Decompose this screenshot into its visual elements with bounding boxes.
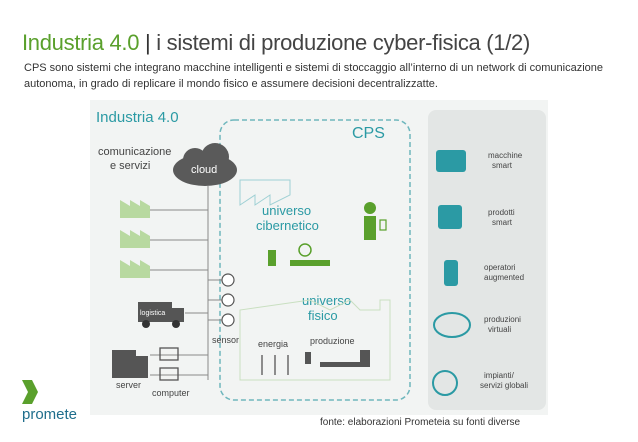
industria-diagram: Industria 4.0 comunicazione e servizi cl… [90,100,548,415]
cloud-label: cloud [191,164,217,176]
right-item-2-line2: smart [492,218,513,227]
server-label: server [116,380,141,390]
connector-lines [150,186,225,380]
comm-label-1: comunicazione [98,146,171,158]
sensori-label: sensori [212,335,241,345]
cyber-label-2: cibernetico [256,218,319,233]
physical-factory-outline [239,299,391,381]
cyber-factory-outline [239,179,291,206]
right-item-5-line2: servizi globali [480,381,528,390]
computer-icon [159,347,179,381]
right-item-5-line1: impianti/ [484,371,515,380]
factory-icon [120,200,150,278]
right-item-icons [432,150,471,396]
source-note: fonte: elaborazioni Prometeia su fonti d… [320,417,521,428]
cloud-icon [173,143,237,186]
title-separator: | [139,30,157,55]
cyber-machine-icon [268,243,330,266]
diagram-heading: Industria 4.0 [96,109,179,126]
truck-icon [138,302,184,328]
page-title: Industria 4.0 | i sistemi di produzione … [22,30,530,56]
right-item-4-line1: produzioni [484,315,521,324]
cps-label: CPS [352,125,385,142]
computer-label: computer [152,388,190,398]
cps-box [219,119,411,401]
title-rest: i sistemi di produzione cyber-fisica (1/… [156,30,530,55]
energy-icon [261,355,289,375]
right-item-1-line2: smart [492,161,513,170]
right-item-1-line1: macchine [488,151,523,160]
sensor-icon [221,273,235,327]
physical-label-2: fisico [308,308,338,323]
physical-label-1: universo [302,293,351,308]
comm-label-2: e servizi [110,160,150,172]
operator-icon [364,202,387,240]
produzione-label: produzione [310,336,355,346]
right-panel [428,110,546,410]
subtitle: CPS sono sistemi che integrano macchine … [24,62,604,90]
right-item-3-line1: operatori [484,263,516,272]
title-highlight: Industria 4.0 [22,30,140,55]
server-icon [112,350,148,378]
right-item-3-line2: augmented [484,273,524,282]
cyber-label-1: universo [262,203,311,218]
right-item-4-line2: virtuali [488,325,511,334]
logistica-label: logistica [140,310,165,317]
production-line-icon [305,350,370,367]
brand-name: promete [22,406,78,423]
right-item-2-line1: prodotti [488,208,515,217]
promete-logo-icon [22,380,38,404]
energia-label: energia [258,339,288,349]
